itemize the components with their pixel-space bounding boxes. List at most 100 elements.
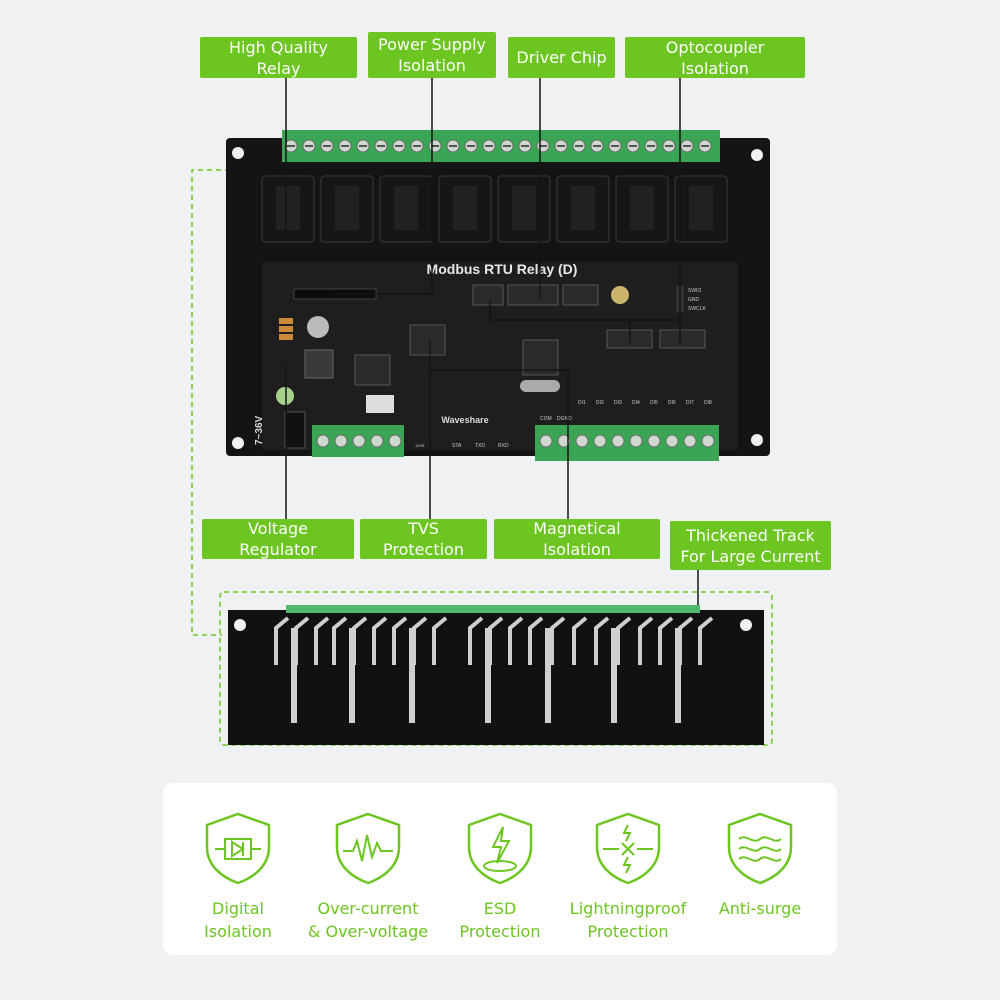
- screw-slot: [575, 145, 583, 147]
- optocoupler-chip: [659, 329, 706, 349]
- sta-label: STA: [452, 443, 462, 449]
- mount-hole: [751, 434, 763, 446]
- thick-track: [545, 628, 551, 723]
- callout-thickened-track: Thickened Track For Large Current: [670, 521, 831, 570]
- screw-slot: [377, 145, 385, 147]
- screw-slot: [611, 145, 619, 147]
- screw-slot: [701, 145, 709, 147]
- thick-track: [611, 628, 617, 723]
- relay-label: [453, 186, 477, 230]
- relay-label: [276, 186, 300, 230]
- screw-slot: [539, 145, 547, 147]
- screw-slot: [665, 145, 673, 147]
- screw-slot: [629, 145, 637, 147]
- screw-slot: [395, 145, 403, 147]
- thick-track: [409, 628, 415, 723]
- screw-slot: [449, 145, 457, 147]
- screw-slot: [305, 145, 313, 147]
- callout-optocoupler-isolation: Optocoupler Isolation: [625, 37, 805, 78]
- callout-power-supply-isolation: Power Supply Isolation: [368, 32, 496, 78]
- feature-label: Lightningproof Protection: [569, 899, 687, 941]
- screw-slot: [647, 145, 655, 147]
- thick-track: [594, 616, 610, 665]
- terminal-screw: [593, 434, 607, 448]
- relay-label: [394, 186, 418, 230]
- mount-hole: [234, 619, 246, 631]
- isolation-chip: [409, 324, 446, 356]
- dashed-link-line: [191, 169, 230, 636]
- screw-slot: [467, 145, 475, 147]
- thick-track: [572, 616, 588, 665]
- terminal-screw: [683, 434, 697, 448]
- driver-chip: [562, 284, 599, 306]
- thick-track: [332, 616, 348, 665]
- callout-tvs-protection: TVS Protection: [360, 519, 487, 559]
- terminal-screw: [647, 434, 661, 448]
- com-label: COM: [540, 416, 552, 422]
- terminal-screw: [539, 434, 553, 448]
- callout-magnetical-isolation: Magnetical Isolation: [494, 519, 660, 559]
- callout-voltage-regulator: Voltage Regulator: [202, 519, 354, 559]
- brand-label: Waveshare: [441, 415, 488, 425]
- terminal-screw: [575, 434, 589, 448]
- terminal-screw: [665, 434, 679, 448]
- pulse-shield-icon: [335, 812, 401, 885]
- thick-track: [349, 628, 355, 723]
- rxd-label: RXD: [498, 443, 509, 449]
- di-label: DI2: [596, 400, 604, 406]
- di-label: DI4: [632, 400, 640, 406]
- thick-track: [372, 616, 388, 665]
- feature-label: Digital Isolation: [204, 899, 272, 941]
- terminal-screw: [352, 434, 366, 448]
- thick-track: [658, 616, 674, 665]
- resistor: [279, 326, 293, 332]
- callout-high-quality-relay: High Quality Relay: [200, 37, 357, 78]
- capacitor: [611, 286, 629, 304]
- screw-slot: [485, 145, 493, 147]
- crystal: [520, 380, 560, 392]
- voltage-label: 7~36V: [254, 415, 265, 445]
- terminal-screw: [370, 434, 384, 448]
- terminal-screw: [334, 434, 348, 448]
- thick-track: [508, 616, 524, 665]
- mount-hole: [740, 619, 752, 631]
- dc-jack: [284, 411, 306, 449]
- thick-track: [291, 628, 297, 723]
- mount-hole: [232, 147, 244, 159]
- relay-label: [689, 186, 713, 230]
- thick-track: [675, 628, 681, 723]
- swio-label: SWIO: [688, 288, 701, 294]
- capacitor: [276, 387, 294, 405]
- lightning-shield-icon: [595, 812, 661, 885]
- di-label: DI1: [578, 400, 586, 406]
- mcu-chip: [522, 339, 559, 376]
- thick-track: [550, 616, 566, 665]
- terminal-screw: [388, 434, 402, 448]
- tvs-component: [366, 395, 394, 413]
- screw-slot: [413, 145, 421, 147]
- driver-chip: [472, 284, 504, 306]
- dgnd-label: DGND: [557, 416, 572, 422]
- callout-driver-chip: Driver Chip: [508, 37, 615, 78]
- swclk-label: SWCLK: [688, 306, 706, 312]
- thick-track: [488, 616, 504, 665]
- top-terminal-block: [282, 130, 720, 162]
- thick-track: [294, 616, 310, 665]
- screw-slot: [341, 145, 349, 147]
- thick-track: [528, 616, 544, 665]
- relay-label: [512, 186, 536, 230]
- screw-slot: [431, 145, 439, 147]
- power-terminal-block: [312, 425, 404, 457]
- inductor: [304, 349, 334, 379]
- di-label: DI5: [650, 400, 658, 406]
- terminal-screw: [701, 434, 715, 448]
- di-terminal-block: [535, 425, 719, 461]
- di-label: DI7: [686, 400, 694, 406]
- thick-track: [638, 616, 654, 665]
- thick-tracks: [274, 616, 714, 723]
- thick-track: [468, 616, 484, 665]
- terminal-screw: [611, 434, 625, 448]
- di-label: DI6: [668, 400, 676, 406]
- screw-slot: [359, 145, 367, 147]
